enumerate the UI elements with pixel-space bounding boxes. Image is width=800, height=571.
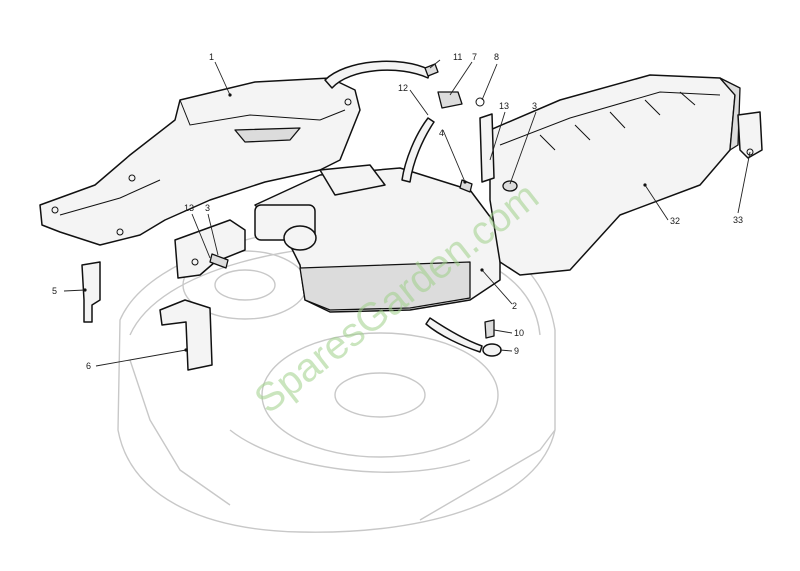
part-2-chute-body	[254, 164, 501, 313]
part-10-screw	[484, 319, 495, 339]
part-12-hose-lower	[401, 117, 435, 183]
leader-lines	[63, 59, 751, 367]
mower-deck-ghost	[117, 222, 556, 533]
part-1-rear-frame	[39, 77, 361, 246]
callout-13-left: 13	[184, 203, 194, 213]
callout-12: 12	[398, 83, 408, 93]
callout-13-right: 13	[499, 101, 509, 111]
part-5-plate	[81, 261, 101, 323]
callout-1: 1	[209, 52, 214, 62]
callout-10: 10	[514, 328, 524, 338]
part-13-bracket	[174, 219, 246, 279]
part-6-bracket	[159, 299, 213, 371]
callout-labels: 1 11 7 8 12 13 3 4 13 3 32 33 5 2 10 9 6	[52, 52, 743, 371]
part-7-connector	[437, 91, 463, 109]
part-9-nut	[482, 343, 502, 357]
callout-11: 11	[453, 52, 462, 62]
part-32-side-tube	[489, 74, 741, 276]
part-8-clip	[475, 97, 485, 107]
callout-2: 2	[512, 301, 517, 311]
callout-32: 32	[670, 216, 680, 226]
part-3-bolt-left	[209, 253, 229, 269]
callout-6: 6	[86, 361, 91, 371]
callout-8: 8	[494, 52, 499, 62]
lower-hose	[425, 317, 483, 353]
part-33-latch	[737, 111, 763, 159]
part-13-bolt-right	[479, 113, 495, 183]
part-11-clamp	[424, 63, 439, 77]
callout-5: 5	[52, 286, 57, 296]
part-12-hose	[324, 60, 431, 89]
part-4-bolt	[459, 179, 473, 193]
callout-4: 4	[439, 128, 444, 138]
callout-33: 33	[733, 215, 743, 225]
anchor-dots	[83, 93, 647, 352]
callout-3-right: 3	[532, 101, 537, 111]
callout-7: 7	[472, 52, 477, 62]
callout-3-left: 3	[205, 203, 210, 213]
part-3-bolt-right	[502, 180, 518, 192]
callout-9: 9	[514, 346, 519, 356]
